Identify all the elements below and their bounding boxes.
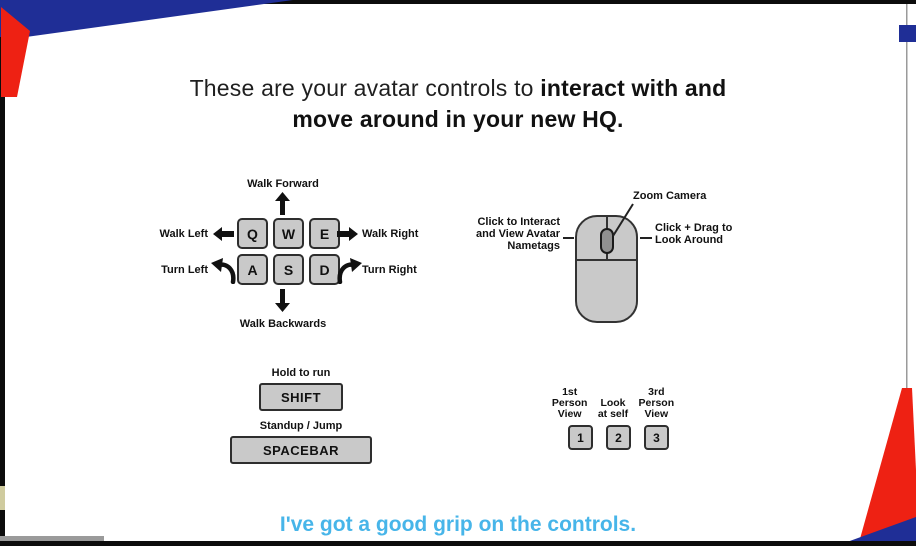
key-w: W [273, 218, 304, 249]
key-1: 1 [568, 425, 593, 450]
third-person-view-label: 3rd Person View [638, 386, 675, 420]
key-q: Q [237, 218, 268, 249]
key-a: A [237, 254, 268, 285]
right-label-connector-line [640, 237, 652, 239]
page-title-line2: move around in your new HQ. [292, 106, 624, 132]
key-e: E [309, 218, 340, 249]
key-d: D [309, 254, 340, 285]
key-3: 3 [644, 425, 669, 450]
walk-forward-label: Walk Forward [247, 178, 319, 190]
shift-caption: Hold to run [271, 367, 331, 379]
turn-left-arrow-icon [211, 258, 236, 284]
first-person-view-label: 1st Person View [551, 386, 588, 420]
mouse-left-button-label: Click to Interact and View Avatar Nameta… [476, 216, 560, 252]
mouse-scroll-wheel [600, 228, 614, 254]
spacebar-caption: Standup / Jump [259, 420, 343, 432]
walk-left-label: Walk Left [159, 228, 209, 240]
key-2: 2 [606, 425, 631, 450]
turn-right-arrow-icon [337, 258, 362, 284]
shift-key: SHIFT [259, 383, 343, 411]
right-arrow-icon [337, 227, 358, 241]
up-arrow-icon [275, 192, 290, 215]
left-arrow-icon [213, 227, 234, 241]
zoom-camera-pointer-line [612, 203, 634, 237]
down-arrow-icon [275, 289, 290, 312]
page-title: These are your avatar controls to intera… [0, 73, 916, 135]
turn-left-label: Turn Left [161, 264, 208, 276]
look-at-self-label: Look at self [597, 397, 629, 420]
mouse-right-button-label: Click + Drag to Look Around [655, 222, 733, 246]
walk-backwards-label: Walk Backwards [239, 318, 327, 330]
spacebar-key: SPACEBAR [230, 436, 372, 464]
confirm-controls-button[interactable]: I've got a good grip on the controls. [0, 512, 916, 538]
mouse-top-divider [577, 259, 636, 261]
left-label-connector-line [563, 237, 574, 239]
key-s: S [273, 254, 304, 285]
turn-right-label: Turn Right [362, 264, 417, 276]
walk-right-label: Walk Right [362, 228, 419, 240]
view-keys-labels: 1st Person View Look at self 3rd Person … [548, 383, 678, 420]
page-title-line1: These are your avatar controls to intera… [189, 75, 727, 101]
zoom-camera-label: Zoom Camera [633, 190, 707, 202]
